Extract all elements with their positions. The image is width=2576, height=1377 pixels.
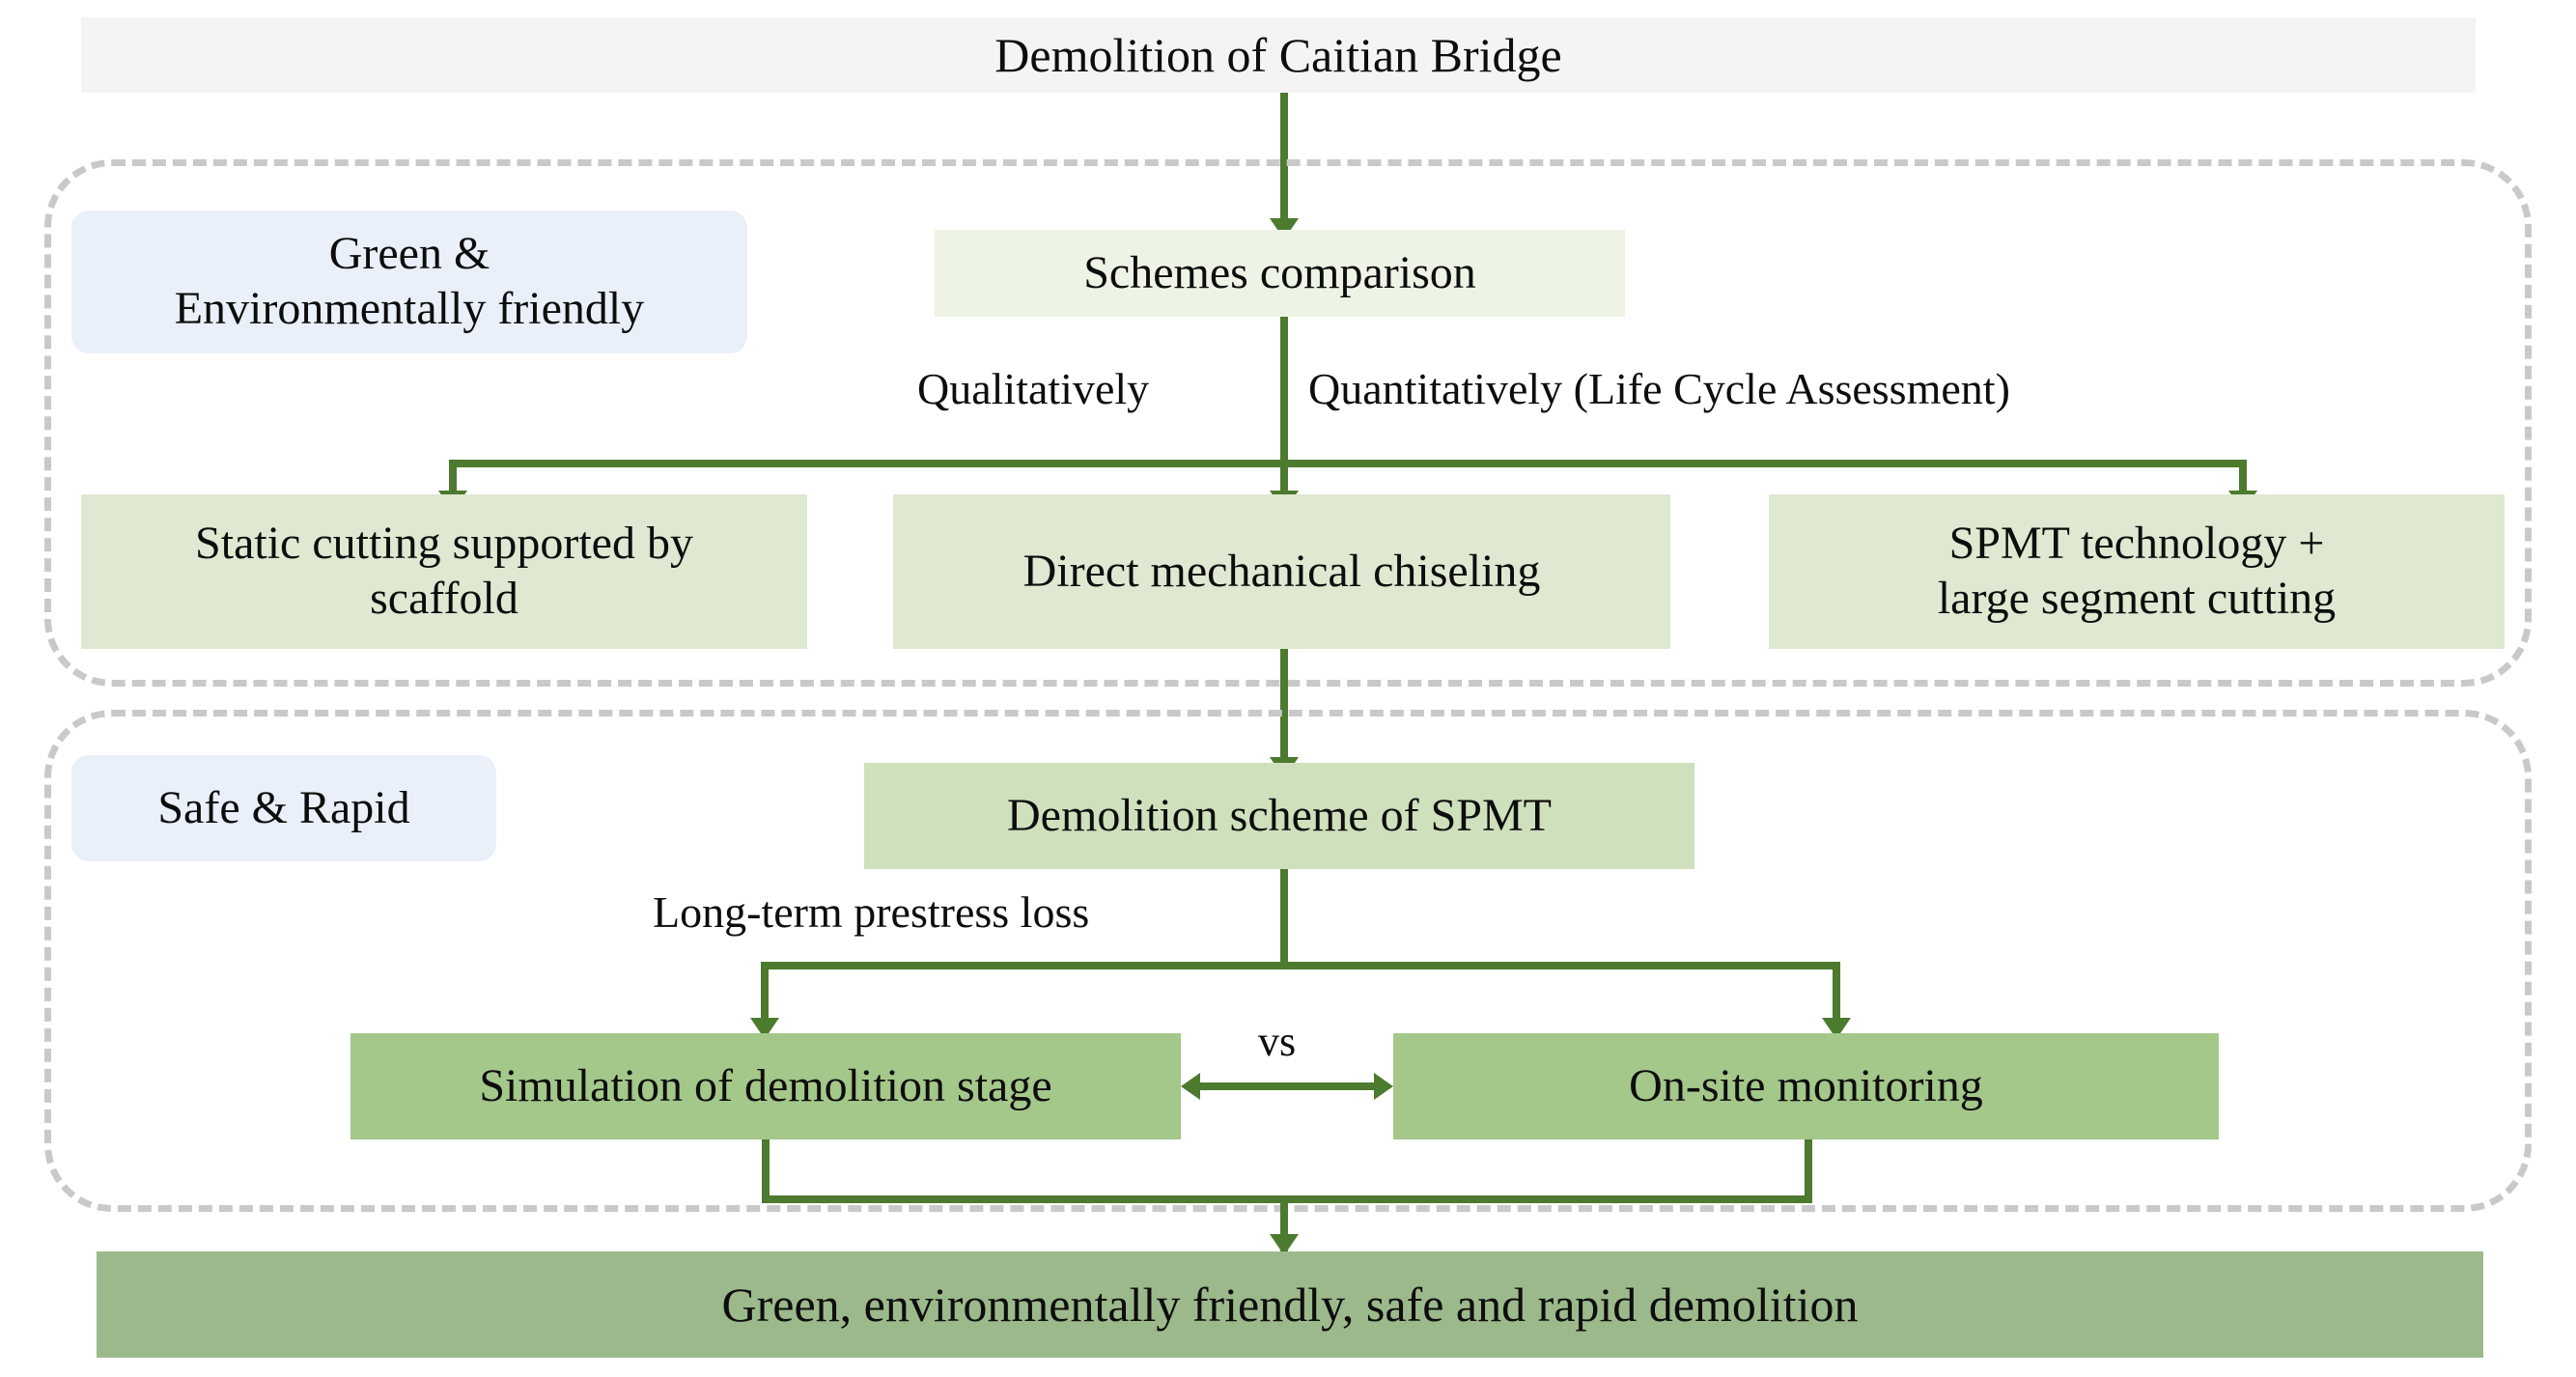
edge-label-long-term-prestress-loss: Long-term prestress loss <box>653 887 1090 937</box>
node-spmt-tech-line-1: SPMT technology + <box>1948 518 2325 570</box>
node-static-cutting-supported-by-scaffold: Static cutting supported by scaffold <box>81 494 807 649</box>
connector-drop-simulation <box>761 962 769 1035</box>
tag-green-line-1: Green & <box>328 228 490 280</box>
node-demolition-scheme-of-spmt: Demolition scheme of SPMT <box>864 763 1694 869</box>
group-container-green-environmentally-friendly <box>44 159 2532 687</box>
connector-monitoring-merge-down <box>1805 1139 1812 1203</box>
node-on-site-monitoring: On-site monitoring <box>1393 1033 2219 1139</box>
node-direct-mechanical-chiseling: Direct mechanical chiseling <box>893 494 1670 649</box>
node-static-cutting-line-2: scaffold <box>370 573 518 624</box>
connector-vs-double-arrow <box>1200 1082 1374 1090</box>
arrow-down-icon-outcome <box>1270 1234 1299 1255</box>
connector-schemes-trunk <box>1280 317 1288 467</box>
connector-merge-to-outcome <box>1280 1195 1288 1251</box>
connector-spmt-scheme-trunk <box>1280 869 1288 968</box>
connector-simulation-merge-down <box>762 1139 770 1203</box>
arrow-left-icon-vs <box>1181 1073 1200 1100</box>
connector-drop-spmt-technology <box>2239 460 2247 508</box>
connector-schemes-split-bar <box>449 460 2247 467</box>
node-schemes-comparison: Schemes comparison <box>935 230 1625 317</box>
node-static-cutting-line-1: Static cutting supported by <box>195 518 693 570</box>
node-outcome-green-safe-rapid-demolition: Green, environmentally friendly, safe an… <box>97 1251 2483 1358</box>
edge-label-quantitatively: Quantitatively (Life Cycle Assessment) <box>1308 364 2010 413</box>
node-simulation-of-demolition-stage: Simulation of demolition stage <box>350 1033 1181 1139</box>
connector-drop-direct-chiseling <box>1280 460 1288 508</box>
connector-drop-onsite-monitoring <box>1833 962 1840 1035</box>
edge-label-qualitatively: Qualitatively <box>917 364 1150 413</box>
tag-green-line-2: Environmentally friendly <box>174 283 645 334</box>
node-spmt-technology-large-segment-cutting: SPMT technology + large segment cutting <box>1769 494 2505 649</box>
title-box-demolition-of-caitian-bridge: Demolition of Caitian Bridge <box>81 17 2476 93</box>
group-container-safe-rapid <box>44 710 2532 1212</box>
connector-drop-static-cutting <box>449 460 457 508</box>
edge-label-vs: vs <box>1258 1018 1297 1065</box>
connector-spmt-split-bar <box>761 962 1840 970</box>
tag-safe-rapid: Safe & Rapid <box>71 755 496 861</box>
arrow-right-icon-vs <box>1374 1073 1393 1100</box>
tag-green-environmentally-friendly: Green & Environmentally friendly <box>71 211 747 353</box>
node-spmt-tech-line-2: large segment cutting <box>1937 573 2337 624</box>
